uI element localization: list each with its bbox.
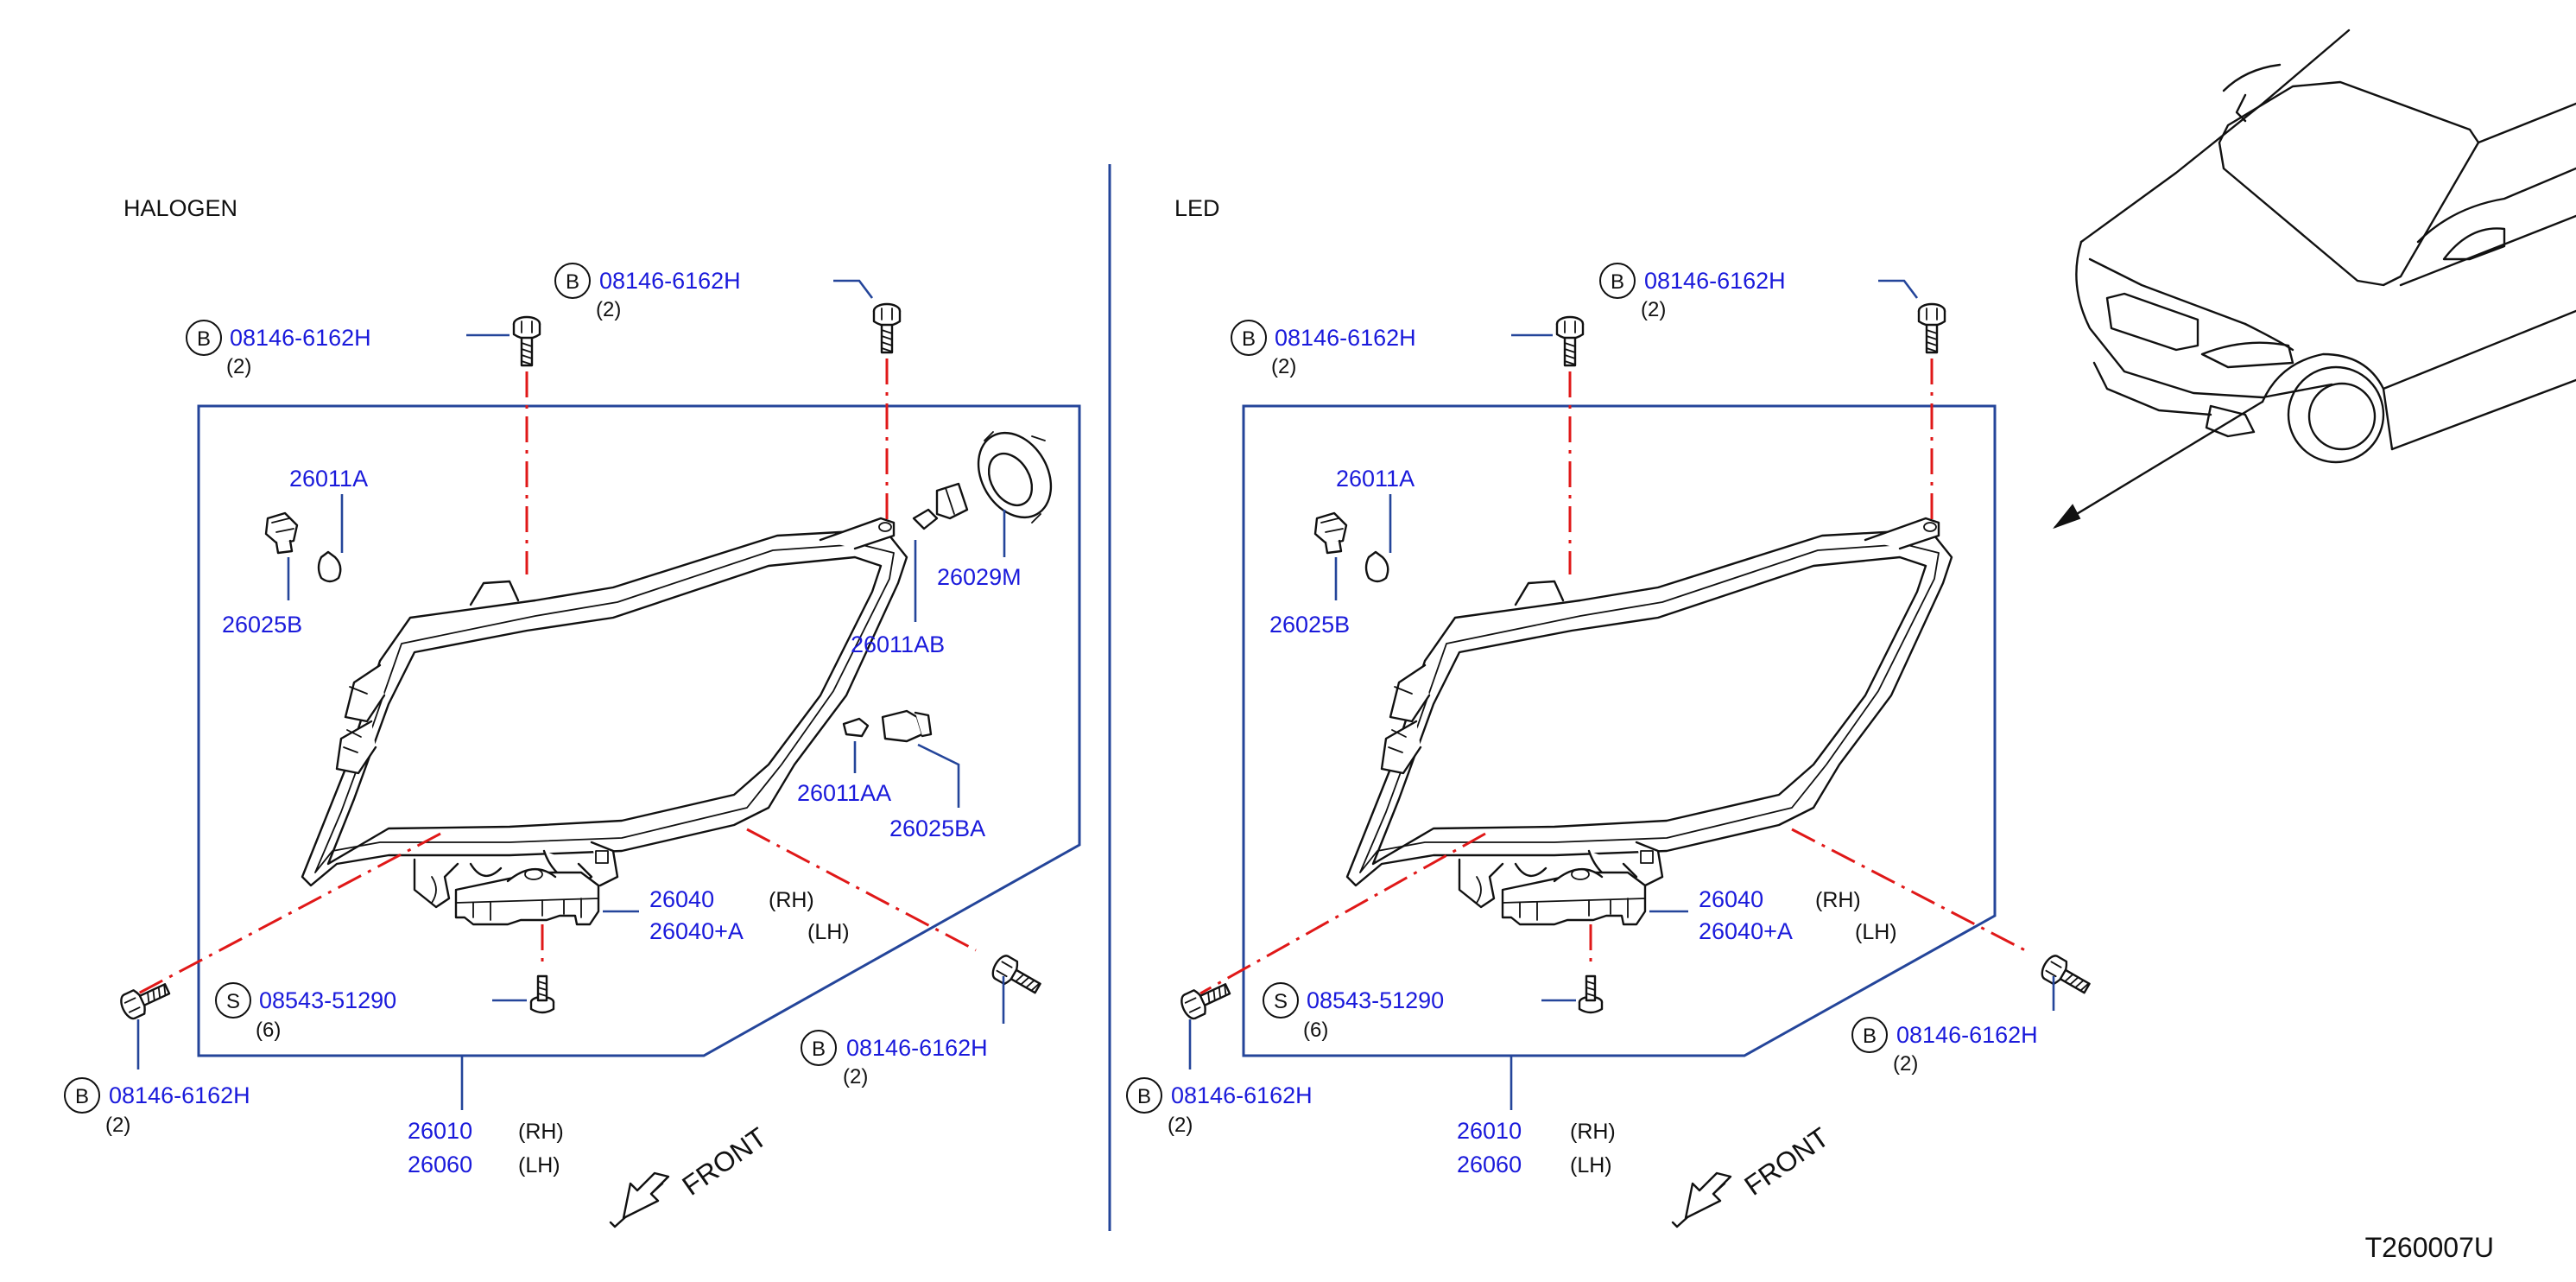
bolt-bottom-left: [117, 975, 174, 1023]
svg-text:26011A: 26011A: [1336, 466, 1415, 492]
svg-text:08146-6162H: 08146-6162H: [846, 1035, 988, 1061]
svg-text:26060: 26060: [408, 1152, 472, 1177]
svg-text:FRONT: FRONT: [676, 1121, 772, 1202]
svg-text:FRONT: FRONT: [1738, 1121, 1834, 1202]
svg-text:26025B: 26025B: [1269, 612, 1350, 638]
svg-text:26010: 26010: [408, 1118, 472, 1144]
screw-08543: [529, 974, 555, 1014]
svg-text:26040+A: 26040+A: [1699, 918, 1793, 944]
part-number: 08146-6162H: [230, 325, 371, 351]
svg-text:08146-6162H: 08146-6162H: [1644, 268, 1786, 294]
headlamp-assembly: [301, 517, 908, 909]
svg-text:(LH): (LH): [518, 1153, 560, 1177]
badge-b: [186, 320, 222, 356]
svg-text:B: B: [1242, 327, 1256, 351]
svg-text:(2): (2): [1168, 1114, 1193, 1137]
panel-title-led: LED: [1174, 195, 1220, 221]
bolt-top-right: [1917, 302, 1946, 354]
front-arrow: [1671, 1171, 1732, 1228]
svg-text:(RH): (RH): [518, 1120, 564, 1144]
bolt-bottom-left: [1177, 975, 1235, 1023]
bulb-26011a: [1364, 550, 1389, 583]
panel-led: LED B 08146-6162H (2) B 08146-6162H (2) …: [1126, 195, 2095, 1228]
svg-text:26040+A: 26040+A: [649, 918, 744, 944]
svg-text:(2): (2): [596, 298, 621, 321]
bulb-socket-26025b: [1313, 511, 1348, 555]
bracket-26040: [454, 867, 600, 926]
svg-text:08543-51290: 08543-51290: [1307, 987, 1444, 1013]
assembly-frame: [1242, 404, 1997, 1057]
svg-text:26040: 26040: [649, 886, 714, 912]
svg-text:(2): (2): [843, 1065, 868, 1088]
diagram-id: T260007U: [2365, 1232, 2494, 1263]
screw-08543: [1578, 974, 1604, 1014]
assembly-frame: [197, 404, 1081, 1057]
svg-text:26025B: 26025B: [222, 612, 302, 638]
bulb-26011ab: [912, 482, 969, 530]
socket-26025ba: [881, 709, 933, 743]
bulb-26011aa: [842, 717, 870, 738]
bulb-socket-26025b: [264, 511, 299, 555]
svg-text:08146-6162H: 08146-6162H: [1275, 325, 1416, 351]
svg-text:08146-6162H: 08146-6162H: [1896, 1022, 2038, 1048]
svg-text:26040: 26040: [1699, 886, 1763, 912]
svg-text:(6): (6): [256, 1019, 281, 1042]
headlamp-assembly-led: [1345, 517, 1953, 909]
svg-text:(RH): (RH): [1570, 1120, 1616, 1144]
svg-text:S: S: [226, 990, 240, 1013]
bracket-26040: [1501, 867, 1647, 926]
cap-26029m: [977, 431, 1053, 524]
svg-text:26010: 26010: [1457, 1118, 1522, 1144]
front-arrow: [609, 1171, 670, 1228]
svg-text:26060: 26060: [1457, 1152, 1522, 1177]
svg-text:(LH): (LH): [807, 920, 850, 944]
bulb-26011a: [317, 550, 342, 583]
svg-text:26025BA: 26025BA: [889, 816, 985, 841]
svg-text:(2): (2): [1271, 355, 1296, 378]
svg-text:(RH): (RH): [1815, 888, 1861, 912]
svg-text:(RH): (RH): [769, 888, 814, 912]
svg-text:(6): (6): [1303, 1019, 1328, 1042]
svg-text:08146-6162H: 08146-6162H: [1171, 1082, 1313, 1108]
vehicle-location-sketch: [2053, 29, 2576, 530]
svg-text:B: B: [197, 327, 211, 351]
svg-text:S: S: [1274, 990, 1288, 1013]
part-number: 08146-6162H: [599, 268, 741, 294]
svg-text:B: B: [1611, 270, 1624, 294]
svg-text:B: B: [566, 270, 579, 294]
svg-text:B: B: [75, 1085, 89, 1108]
bolt-top-right: [872, 302, 902, 354]
svg-text:(LH): (LH): [1570, 1153, 1612, 1177]
svg-text:(2): (2): [1893, 1052, 1918, 1076]
svg-text:B: B: [1137, 1085, 1151, 1108]
bolt-bottom-right: [2037, 951, 2095, 1001]
svg-text:26011AB: 26011AB: [851, 631, 945, 657]
svg-text:08543-51290: 08543-51290: [259, 987, 396, 1013]
svg-text:26029M: 26029M: [937, 564, 1022, 590]
svg-text:B: B: [812, 1038, 826, 1061]
svg-text:08146-6162H: 08146-6162H: [109, 1082, 250, 1108]
svg-text:26011A: 26011A: [289, 466, 368, 492]
svg-text:(LH): (LH): [1855, 920, 1897, 944]
panel-title-halogen: HALOGEN: [123, 195, 237, 221]
svg-text:(2): (2): [105, 1114, 130, 1137]
svg-text:(2): (2): [226, 355, 251, 378]
bolt-top-left: [512, 315, 541, 367]
svg-text:26011AA: 26011AA: [797, 780, 891, 806]
svg-text:B: B: [1863, 1025, 1877, 1048]
bolt-bottom-right: [988, 951, 1046, 1001]
bolt-top-left: [1555, 315, 1585, 367]
svg-text:(2): (2): [1641, 298, 1666, 321]
panel-halogen: HALOGEN B 08146-6162H (2) B 08146-6162H …: [64, 195, 1081, 1228]
